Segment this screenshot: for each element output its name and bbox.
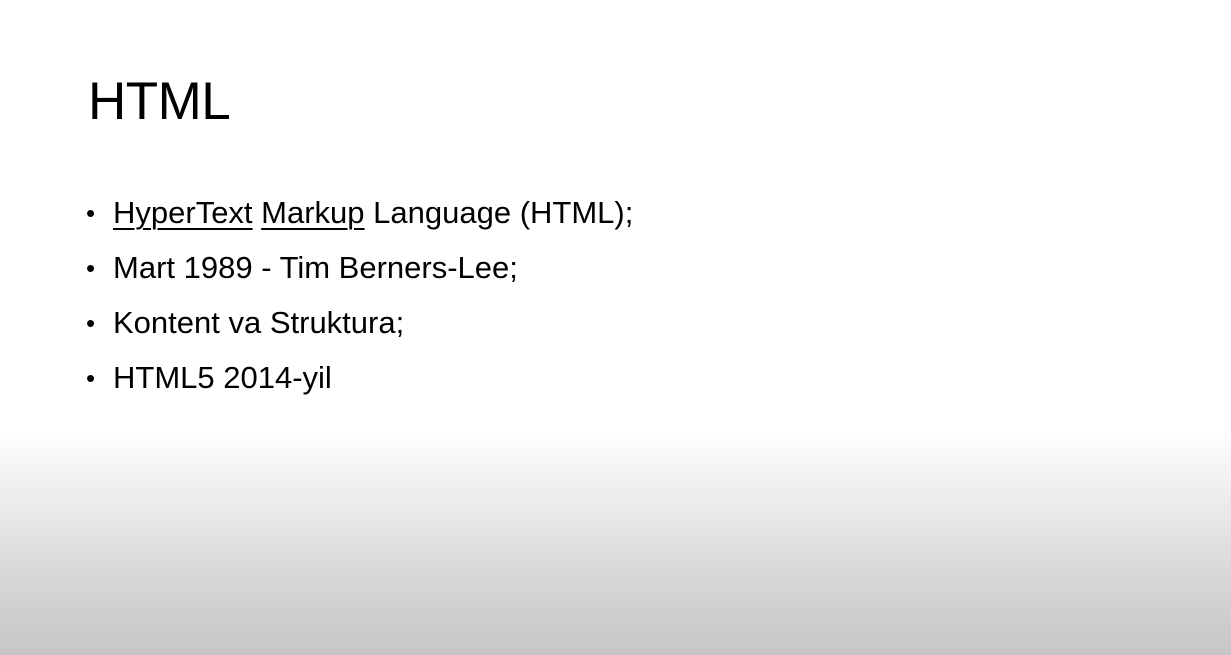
- bullet-text-markup: Markup: [261, 195, 365, 230]
- bullet-item-html-definition: • HyperText Markup Language (HTML);: [86, 190, 633, 245]
- bullet-text: Mart 1989 - Tim Berners-Lee;: [113, 250, 518, 285]
- bullet-text-hypertext: HyperText: [113, 195, 253, 230]
- slide-title: HTML: [88, 72, 231, 131]
- bullet-item-history: • Mart 1989 - Tim Berners-Lee;: [86, 245, 633, 300]
- bullet-text-language: Language (HTML);: [364, 195, 634, 230]
- bullet-icon: •: [86, 253, 96, 283]
- bullet-icon: •: [86, 308, 96, 338]
- bullet-icon: •: [86, 198, 96, 228]
- bullet-icon: •: [86, 363, 96, 393]
- bullet-item-html5: • HTML5 2014-yil: [86, 355, 633, 410]
- bullet-text-space: [253, 195, 262, 230]
- bullet-text: HTML5 2014-yil: [113, 360, 332, 395]
- bullet-list: • HyperText Markup Language (HTML); • Mart…: [86, 190, 633, 410]
- bullet-text: Kontent va Struktura;: [113, 305, 405, 340]
- bullet-item-content-structure: • Kontent va Struktura;: [86, 300, 633, 355]
